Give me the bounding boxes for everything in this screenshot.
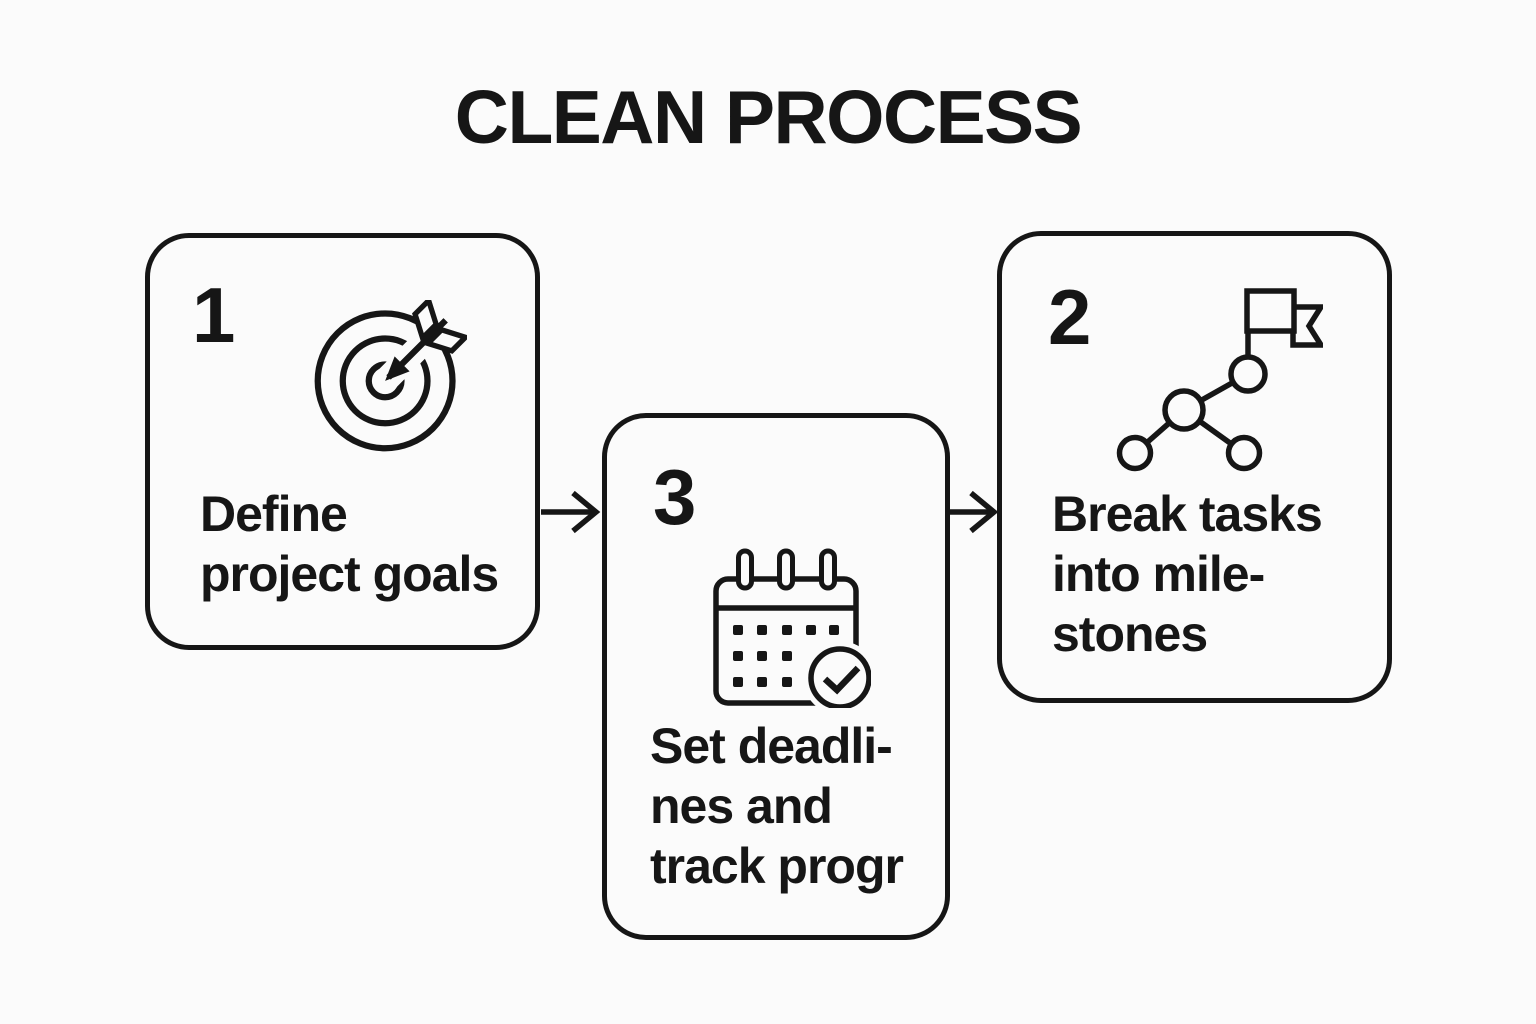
- flag: [1244, 288, 1297, 334]
- step-label-3: Set deadli- nes and track progr: [650, 718, 904, 894]
- calendar-check-icon: [713, 548, 871, 708]
- step-label-1: Define project goals: [200, 486, 499, 602]
- step-label-2: Break tasks into mile- stones: [1052, 486, 1323, 662]
- page-title: CLEAN PROCESS: [454, 75, 1083, 159]
- step-card-2: 2 Break tasks into mile- stones: [997, 231, 1392, 703]
- step-card-3: 3: [602, 413, 950, 940]
- milestone-flag-icon: [1116, 288, 1323, 472]
- milestone-links: [1133, 326, 1251, 456]
- target-dart-icon: [314, 300, 467, 452]
- milestone-node-right: [1225, 434, 1263, 472]
- flow-arrow-step3-to-step2: [950, 490, 998, 534]
- check-circle: [808, 646, 871, 708]
- dart-fin-upper: [412, 300, 440, 343]
- milestone-node-center: [1162, 388, 1206, 432]
- flag-pennant: [1290, 304, 1323, 348]
- dart-fin-lower: [423, 326, 467, 354]
- calendar-binder-rings: [736, 548, 837, 591]
- step-number-2: 2: [1048, 273, 1092, 361]
- dart-tip: [385, 356, 410, 381]
- flow-arrow-step1-to-step3: [541, 490, 601, 534]
- checkmark: [822, 665, 861, 695]
- milestone-node-left: [1116, 434, 1154, 472]
- milestone-node-flag: [1228, 354, 1268, 394]
- step-number-3: 3: [653, 453, 697, 541]
- calendar-date-dots: [733, 625, 839, 687]
- target-middle-ring: [339, 335, 431, 427]
- step-card-1: 1 Define project goals: [145, 233, 540, 650]
- target-outer-ring: [314, 310, 456, 452]
- step-number-1: 1: [192, 271, 236, 359]
